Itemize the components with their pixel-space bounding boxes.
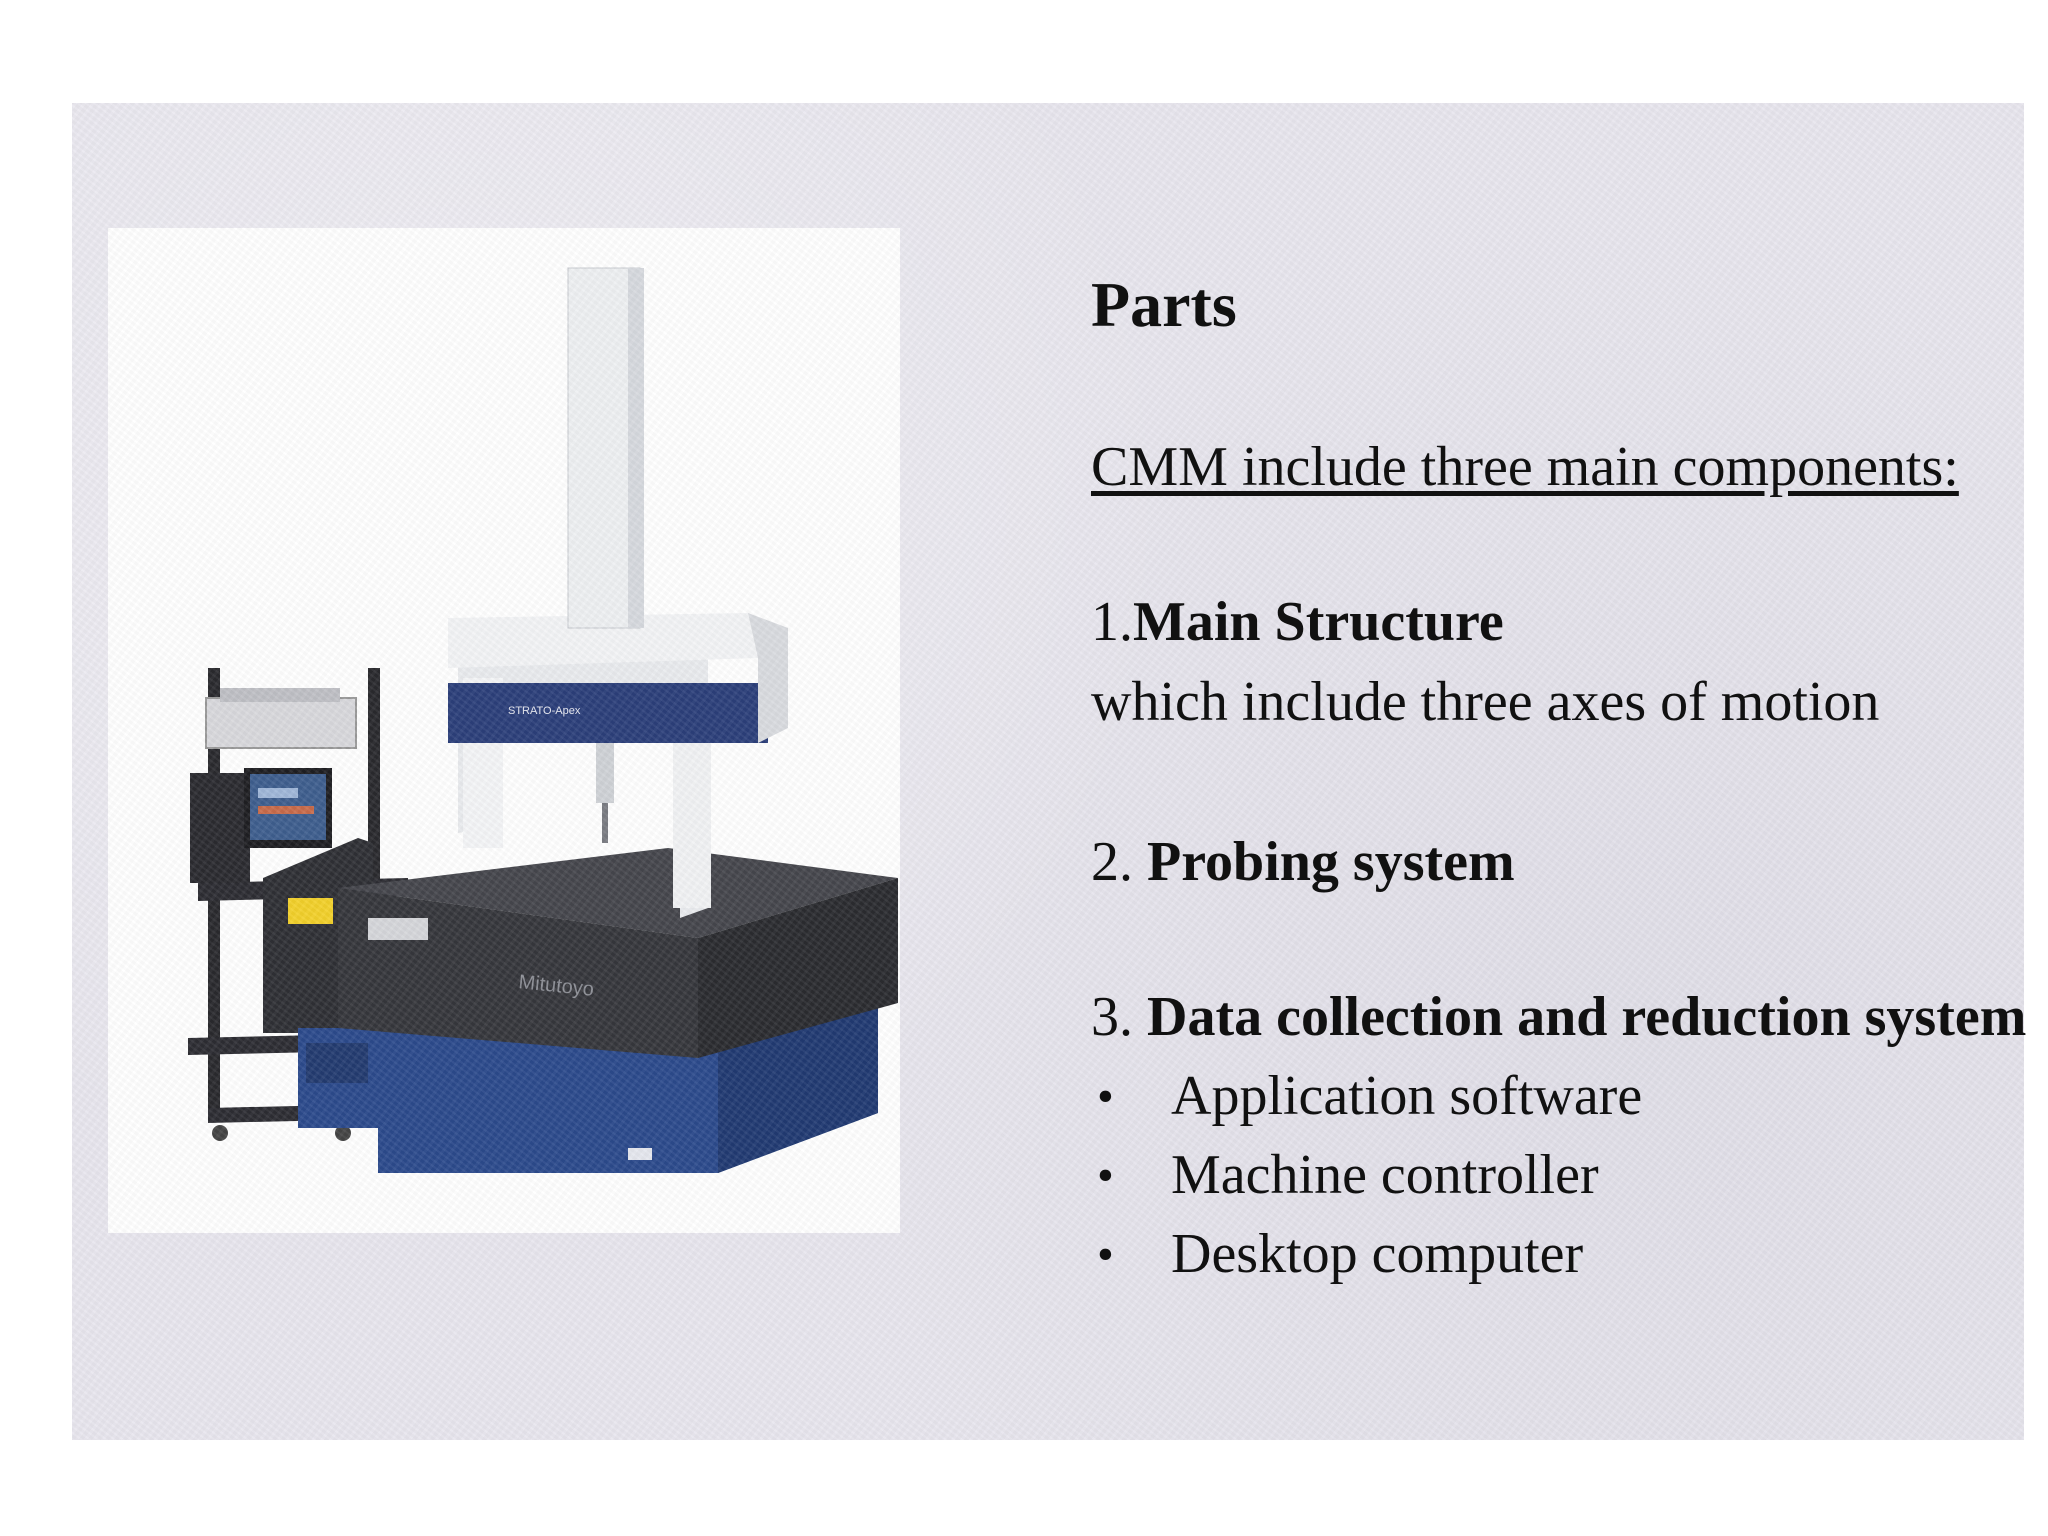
list-item: • Desktop computer bbox=[1091, 1215, 2048, 1294]
item-number: 2. bbox=[1091, 831, 1147, 893]
item-heading: Data collection and reduction system bbox=[1147, 986, 2027, 1048]
item-number: 1. bbox=[1091, 591, 1133, 653]
item-description: which include three axes of motion bbox=[1091, 671, 1880, 733]
component-item-2: 2. Probing system bbox=[1091, 822, 2048, 902]
component-item-1: 1.Main Structure bbox=[1091, 582, 2048, 662]
bullet-icon: • bbox=[1097, 1070, 1114, 1123]
list-item: • Machine controller bbox=[1091, 1136, 2048, 1215]
cmm-machine-illustration: Mitutoyo STRATO-Apex bbox=[188, 267, 898, 1173]
list-item: • Application software bbox=[1091, 1057, 2048, 1136]
cmm-machine-photo: Mitutoyo STRATO-Apex bbox=[108, 228, 900, 1233]
model-label: STRATO-Apex bbox=[508, 705, 581, 717]
item-heading: Main Structure bbox=[1133, 591, 1504, 653]
intro-text: CMM include three main components: bbox=[1091, 436, 1959, 498]
slide-background: Mitutoyo STRATO-Apex Parts CMM inclu bbox=[72, 103, 2026, 1440]
item-heading: Probing system bbox=[1147, 831, 1515, 893]
bullet-text: Application software bbox=[1171, 1065, 1643, 1127]
bullet-icon: • bbox=[1097, 1228, 1114, 1281]
bullet-text: Desktop computer bbox=[1171, 1223, 1584, 1285]
bullet-icon: • bbox=[1097, 1149, 1114, 1202]
component-item-3: 3. Data collection and reduction system bbox=[1091, 977, 2048, 1057]
slide-title: Parts bbox=[1091, 269, 1237, 340]
granite-table: Mitutoyo bbox=[338, 848, 898, 1058]
bridge-gantry: STRATO-Apex bbox=[448, 267, 788, 918]
bullet-text: Machine controller bbox=[1171, 1144, 1599, 1206]
sub-bullet-list: • Application software • Machine controlle… bbox=[1091, 1057, 2048, 1294]
slide-text: Parts CMM include three main components:… bbox=[1091, 263, 2048, 1294]
item-number: 3. bbox=[1091, 986, 1147, 1048]
